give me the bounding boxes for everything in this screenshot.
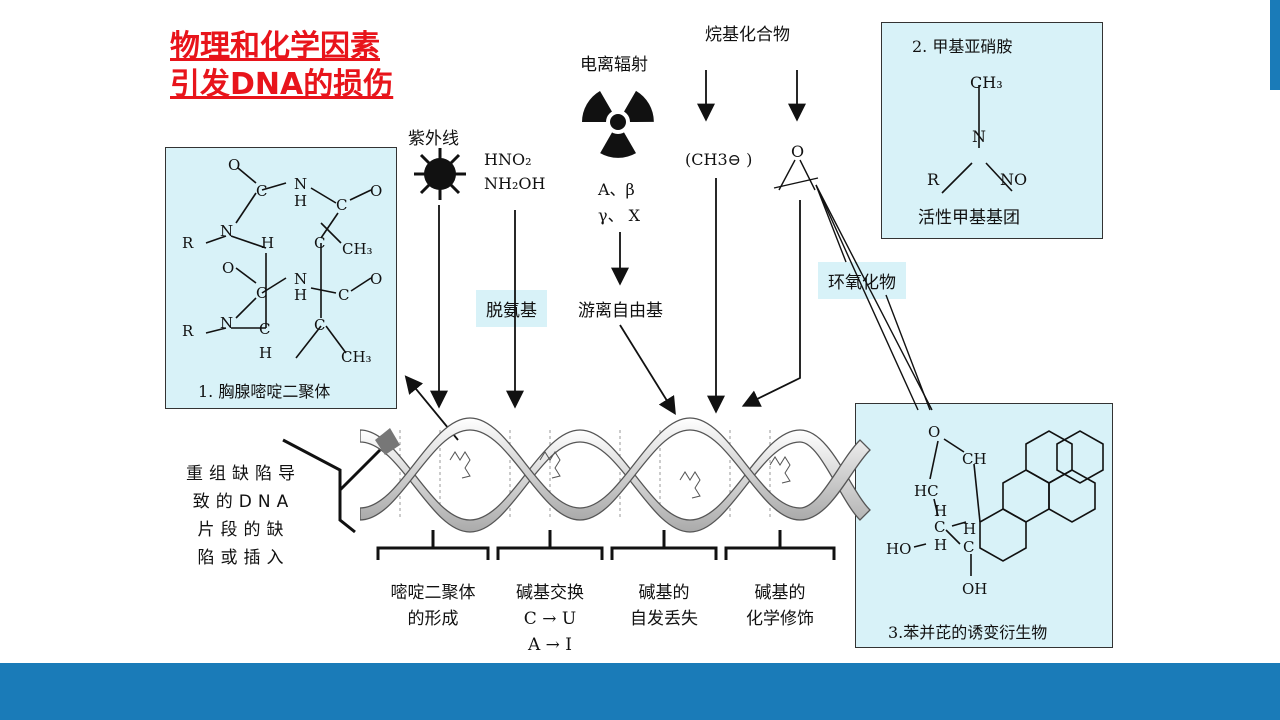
p1-atom-c1: C (256, 182, 267, 200)
thymine-dimer-structure: O C N H C O R N H C CH₃ O C N H C O R N … (182, 156, 382, 366)
p2-no: NO (1000, 170, 1028, 189)
slide-title: 物理和化学因素 引发DNA的损伤 (170, 28, 393, 104)
benzopyrene-structure: O CH HC H C HO H H C OH (886, 423, 1104, 598)
caption-exchange-line-3: A → I (527, 635, 573, 655)
p1-atom-o4: O (370, 270, 382, 288)
caption-exchange-line-2: C → U (523, 609, 577, 629)
right-accent-bar (1270, 0, 1280, 90)
p3-atom-ch: CH (962, 450, 987, 468)
caption-spontaneous-loss: 碱基的 自发丢失 (612, 580, 716, 632)
epoxide-o-label: O (791, 142, 805, 161)
caption-loss-line-1: 碱基的 (638, 583, 690, 603)
radiation-alpha-beta: A、β (598, 180, 635, 199)
p3-atom-oh: OH (962, 580, 987, 598)
side-note-line-1: 重组缺陷导 (186, 464, 301, 484)
p1-atom-c7: C (314, 316, 325, 334)
p1-atom-h3: H (294, 286, 307, 304)
p3-atom-h3: H (963, 520, 976, 538)
caption-dimer-formation: 嘧啶二聚体 的形成 (380, 580, 486, 632)
panel-methylnitrosamine-caption: 2. 甲基亚硝胺 (912, 37, 1013, 56)
p1-atom-o2: O (370, 182, 382, 200)
p1-atom-r2: R (182, 322, 194, 340)
p1-atom-o3: O (222, 259, 234, 277)
p3-atom-h1: H (934, 502, 947, 520)
p1-atom-n1: N (294, 175, 307, 193)
p1-atom-ch3a: CH₃ (342, 240, 373, 258)
caption-exchange-line-1: 碱基交换 (516, 583, 584, 603)
radiation-icon (582, 90, 654, 158)
caption-dimer-line-1: 嘧啶二聚体 (390, 583, 476, 603)
p2-ch3: CH₃ (970, 73, 1003, 92)
sun-icon (414, 148, 466, 200)
footer-bar (0, 663, 1280, 720)
p1-atom-n2: N (220, 222, 233, 240)
panel-thymine-dimer-caption: 1. 胸腺嘧啶二聚体 (198, 382, 331, 401)
p3-atom-ho: HO (886, 540, 911, 558)
p1-atom-o1: O (228, 156, 240, 174)
title-line-2: 引发DNA的损伤 (170, 67, 394, 102)
caption-dimer-line-2: 的形成 (407, 609, 459, 629)
p1-atom-c6: C (259, 320, 270, 338)
caption-chemical-modification: 碱基的 化学修饰 (728, 580, 832, 632)
side-note-line-3: 片段的缺 (197, 520, 290, 540)
radiation-gamma-x: γ、 X (598, 206, 641, 225)
caption-base-exchange: 碱基交换 C → U A → I (498, 580, 602, 658)
alkylating-label: 烷基化合物 (705, 25, 790, 45)
p3-atom-o: O (928, 423, 940, 441)
ionizing-radiation-label: 电离辐射 (580, 55, 648, 75)
p3-atom-hc: HC (914, 482, 939, 500)
p1-atom-c5: C (338, 286, 349, 304)
p1-atom-c4: C (256, 284, 267, 302)
caption-modification-line-2: 化学修饰 (746, 609, 814, 629)
p3-atom-h2: H (934, 536, 947, 554)
free-radical-arrow (619, 324, 676, 416)
p1-atom-c3: C (314, 234, 325, 252)
methylnitrosamine-structure (941, 85, 1013, 194)
epoxide-arrow (741, 200, 801, 407)
deamination-tag: 脱氨基 (476, 290, 547, 327)
title-line-1: 物理和化学因素 (170, 29, 380, 64)
p3-atom-c2: C (963, 538, 974, 556)
hno2-label: HNO₂ (484, 150, 532, 169)
panel-benzopyrene-caption: 3.苯并芘的诱变衍生物 (888, 623, 1048, 642)
caption-loss-line-2: 自发丢失 (630, 609, 698, 629)
panel-benzopyrene: O CH HC H C HO H H C OH 3.苯并芘的诱变衍生物 (855, 403, 1113, 648)
p1-atom-ch3b: CH₃ (341, 348, 372, 366)
p1-atom-h1: H (294, 192, 307, 210)
p3-atom-c1: C (934, 518, 945, 536)
p1-atom-c2: C (336, 196, 347, 214)
side-note-line-4: 陷或插入 (197, 548, 290, 568)
panel-thymine-dimer: O C N H C O R N H C CH₃ O C N H C O R N … (165, 147, 397, 409)
uv-label: 紫外线 (408, 129, 459, 149)
nh2oh-label: NH₂OH (484, 174, 546, 193)
free-radical-label: 游离自由基 (578, 301, 663, 321)
panel-methylnitrosamine: 2. 甲基亚硝胺 CH₃ N R NO 活性甲基基团 (881, 22, 1103, 239)
p1-atom-h4: H (259, 344, 272, 362)
p1-atom-r1: R (182, 234, 194, 252)
p2-n: N (972, 127, 986, 146)
recombination-defect-note: 重组缺陷导 致的DNA 片段的缺 陷或插入 (186, 460, 301, 572)
panel-methylnitrosamine-subcaption: 活性甲基基团 (918, 208, 1020, 228)
methyl-ion-label: (CH3⊖ ) (685, 150, 753, 169)
dna-double-helix (360, 417, 871, 533)
caption-modification-line-1: 碱基的 (754, 583, 806, 603)
epoxide-tag: 环氧化物 (818, 262, 906, 299)
p1-atom-n4: N (220, 314, 233, 332)
p2-r: R (927, 170, 940, 189)
p1-atom-h2: H (261, 234, 274, 252)
side-note-line-2: 致的DNA (192, 492, 295, 512)
p1-atom-n3: N (294, 270, 307, 288)
